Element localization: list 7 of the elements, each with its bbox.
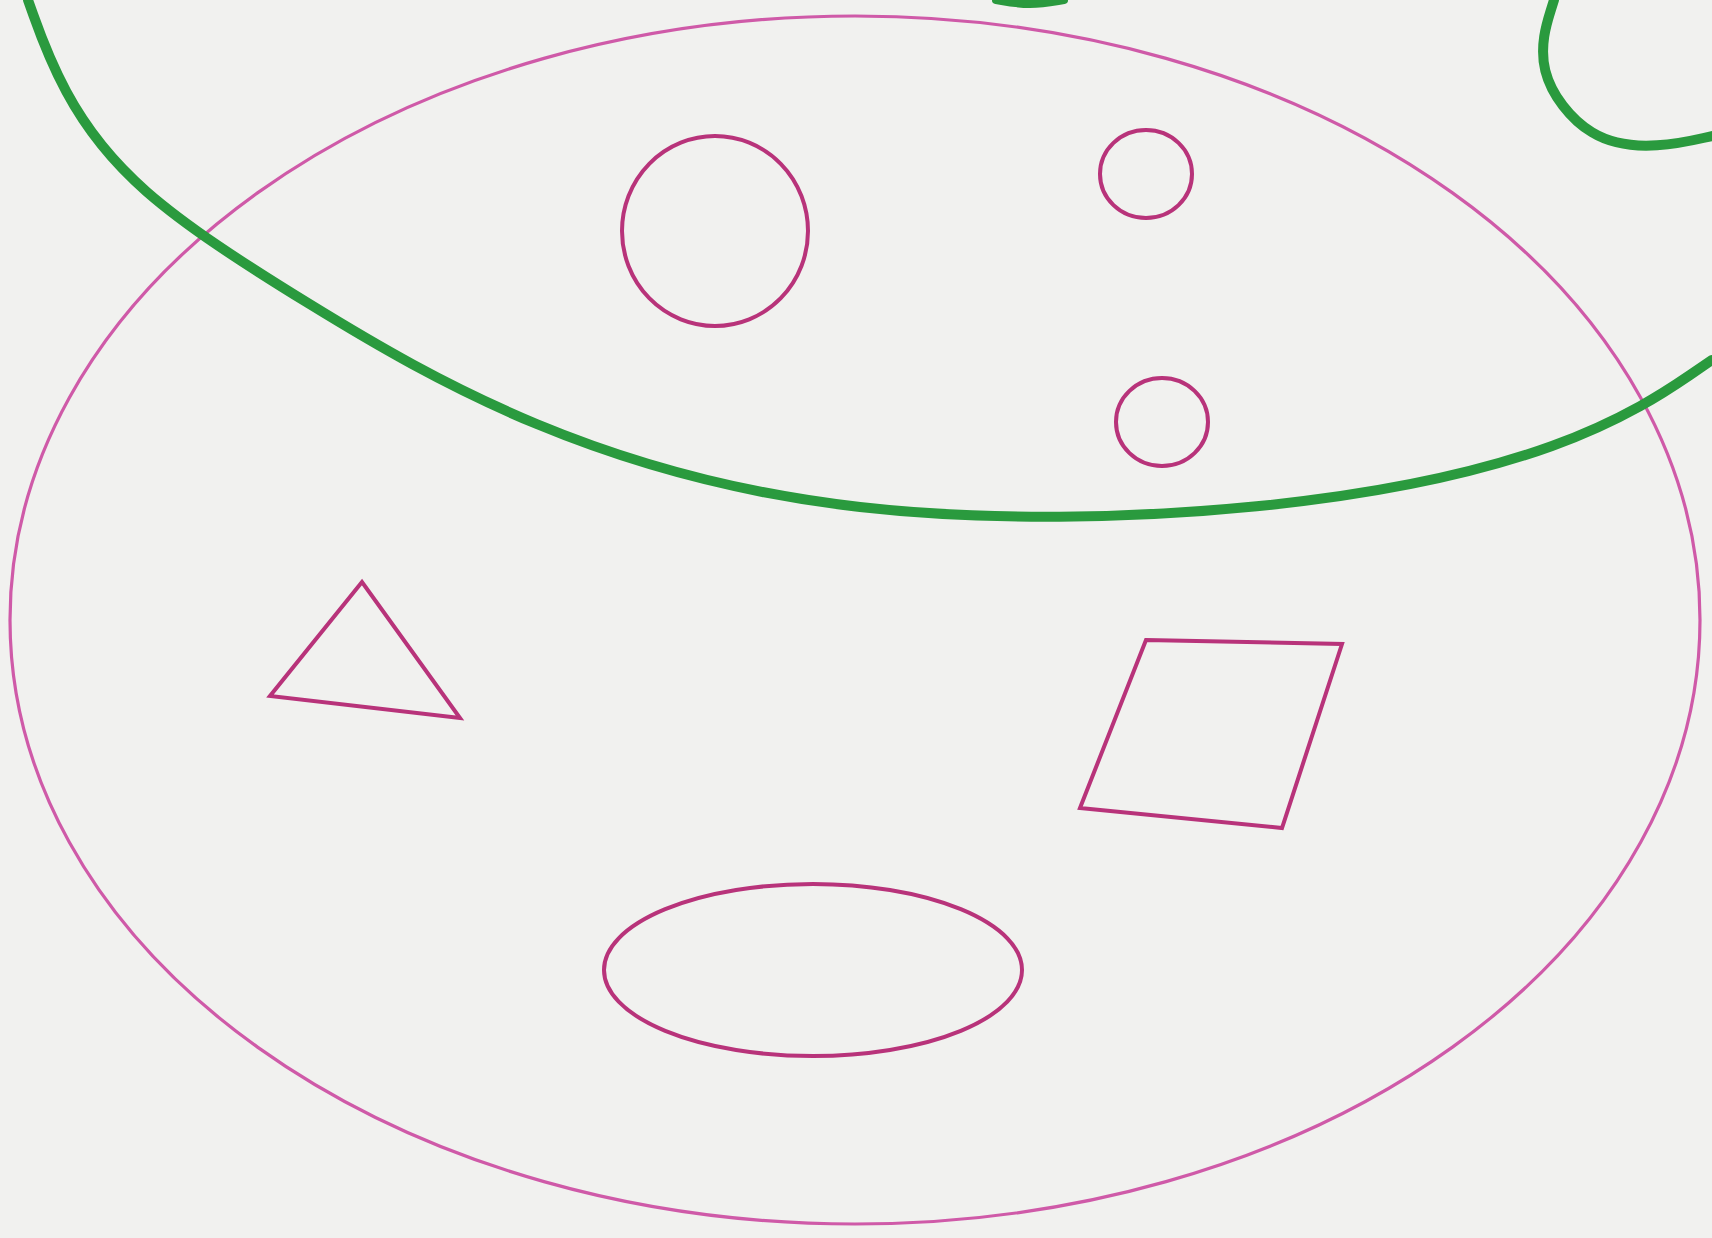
ellipse-shape [604, 884, 1022, 1056]
parallelogram-shape [1080, 640, 1342, 828]
circle-shape [1100, 130, 1192, 218]
triangle-shape [270, 582, 460, 718]
ellipse-shape [10, 16, 1700, 1224]
circle-shape [1116, 378, 1208, 466]
circle-shape [622, 136, 808, 326]
